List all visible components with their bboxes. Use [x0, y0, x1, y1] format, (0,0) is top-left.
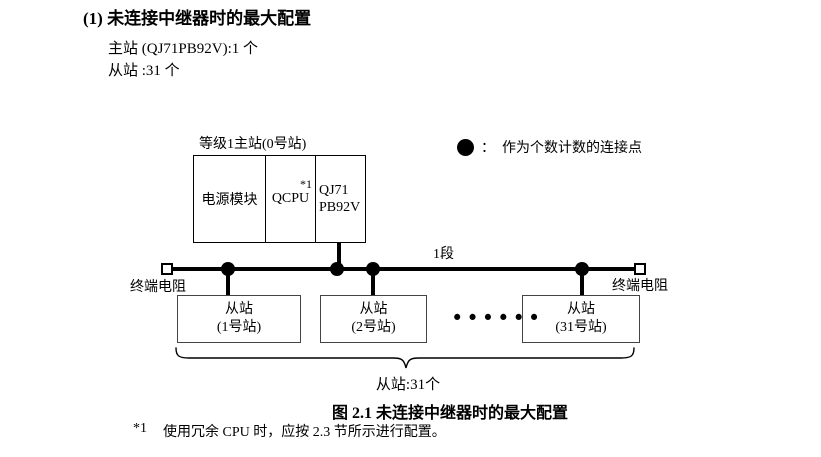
bus-line	[173, 267, 635, 271]
slave-count-brace	[175, 347, 635, 369]
slave-config-line: 从站 :31 个	[108, 63, 180, 79]
slave1-line2: (1号站)	[216, 320, 262, 335]
terminating-resistor-right-icon	[634, 263, 646, 275]
footnote-text: 使用冗余 CPU 时，应按 2.3 节所示进行配置。	[163, 425, 446, 440]
legend-label: 作为个数计数的连接点	[502, 141, 642, 156]
slave-station-31-box: 从站 (31号站)	[522, 295, 640, 343]
slave31-line1: 从站	[567, 301, 595, 317]
qcpu-cell: QCPU *1	[266, 156, 316, 242]
master-config-line: 主站 (QJ71PB92V):1 个	[108, 41, 259, 57]
master-station-box: 电源模块 QCPU *1 QJ71 PB92V	[193, 155, 366, 243]
pb92v-module-cell: QJ71 PB92V	[316, 156, 365, 242]
master-drop-line	[337, 243, 341, 268]
slave-count-label: 从站:31个	[375, 377, 441, 393]
master-station-label: 等级1主站(0号站)	[199, 137, 307, 152]
section-heading: (1) 未连接中继器时的最大配置	[83, 9, 312, 28]
power-module-cell: 电源模块	[194, 156, 266, 242]
terminating-resistor-right-label: 终端电阻	[612, 279, 668, 294]
cpu-footnote-ref: *1	[300, 177, 312, 191]
connection-point-slave2-icon	[366, 262, 380, 276]
footnote: *1 使用冗余 CPU 时，应按 2.3 节所示进行配置。	[133, 421, 446, 441]
pb92v-line1: QJ71	[319, 182, 349, 198]
slave2-drop-line	[371, 270, 375, 296]
slave2-line2: (2号站)	[351, 320, 396, 335]
pb92v-line2: PB92V	[319, 200, 361, 215]
terminating-resistor-left-label: 终端电阻	[130, 280, 186, 295]
slave-station-1-box: 从站 (1号站)	[177, 295, 301, 343]
figure-caption: 图 2.1 未连接中继器时的最大配置	[331, 405, 568, 422]
slave1-line1: 从站	[225, 301, 253, 317]
qcpu-label: QCPU	[271, 191, 310, 206]
legend: ： 作为个数计数的连接点	[457, 137, 642, 157]
slave-station-2-box: 从站 (2号站)	[320, 295, 427, 343]
slave31-drop-line	[580, 270, 584, 296]
segment-label: 1段	[433, 247, 454, 262]
slave1-drop-line	[226, 270, 230, 296]
terminating-resistor-left-icon	[161, 263, 173, 275]
slave31-line2: (31号站)	[555, 320, 607, 335]
connection-point-slave31-icon	[575, 262, 589, 276]
legend-separator: ：	[481, 141, 495, 156]
connection-point-slave1-icon	[221, 262, 235, 276]
slave2-line1: 从站	[359, 301, 388, 317]
counted-connection-point-icon	[457, 138, 474, 156]
continuation-dots: ••••••	[451, 306, 544, 330]
footnote-marker: *1	[133, 421, 147, 436]
